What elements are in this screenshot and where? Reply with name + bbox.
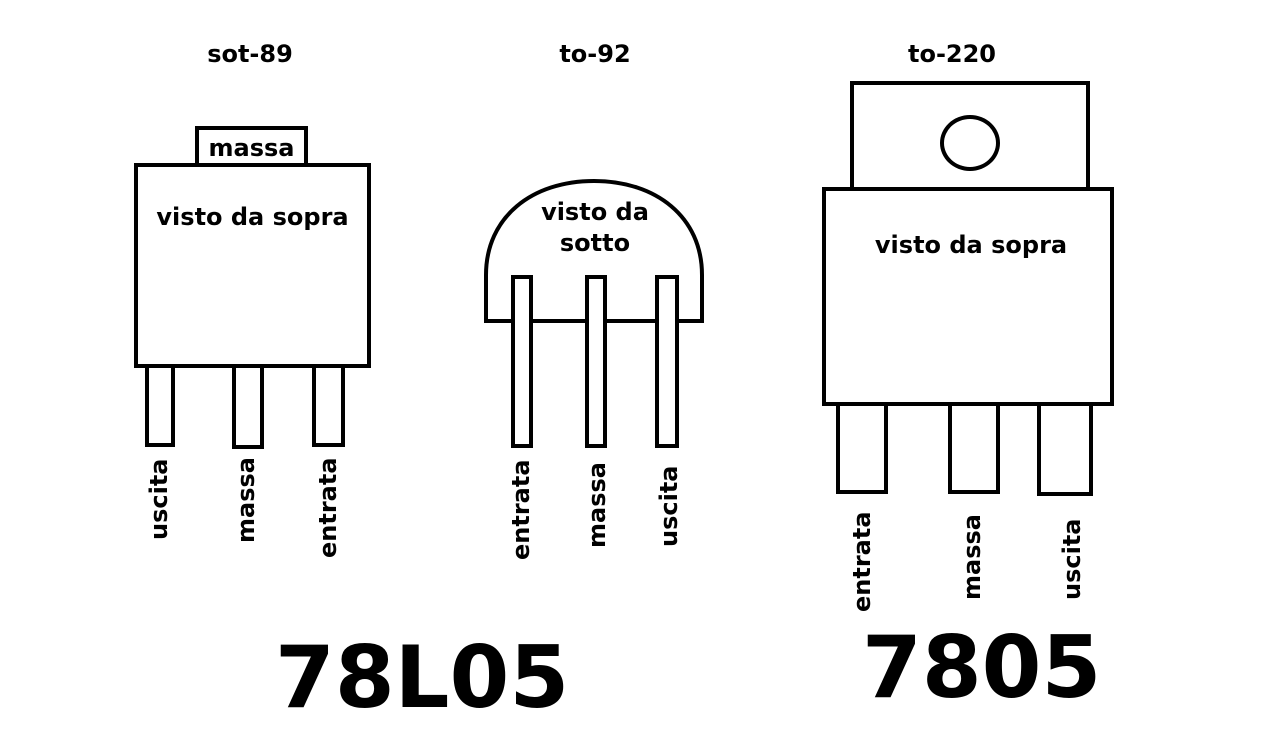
to92-pin-2-label: massa	[583, 462, 611, 548]
sot89-view-label: visto da sopra	[156, 203, 349, 231]
to220-pin-1	[836, 402, 888, 494]
sot89-pin-1	[145, 364, 175, 447]
to220-pin-3	[1037, 402, 1093, 496]
sot89-pin-1-label: uscita	[145, 458, 173, 541]
to220-pin-1-label: entrata	[848, 511, 876, 612]
to92-pin-3	[655, 275, 679, 448]
to92-pin-1-label: entrata	[507, 459, 535, 560]
to92-pin-1	[511, 275, 533, 448]
to220-pin-2-label: massa	[958, 514, 986, 600]
sot89-pin-2-label: massa	[232, 457, 260, 543]
sot89-pin-3-label: entrata	[314, 457, 342, 558]
part-number-7805: 7805	[862, 618, 1102, 718]
to220-body: visto da sopra	[822, 187, 1114, 406]
to92-pin-3-label: uscita	[655, 465, 683, 548]
sot89-pin-2	[232, 364, 264, 449]
sot89-title: sot-89	[207, 40, 293, 68]
to92-pin-2	[585, 275, 607, 448]
part-number-78l05: 78L05	[275, 628, 570, 728]
to220-tab	[850, 81, 1090, 191]
to92-body	[484, 178, 704, 323]
to92-view-label-line1: visto da	[541, 198, 649, 226]
to220-title: to-220	[907, 40, 997, 68]
to220-pin-2	[948, 402, 1000, 494]
to92-title: to-92	[559, 40, 631, 68]
sot89-tab: massa	[195, 126, 308, 168]
mounting-hole-icon	[940, 115, 1000, 171]
to220-view-label: visto da sopra	[874, 231, 1068, 259]
sot89-pin-3	[312, 364, 345, 447]
sot89-body: visto da sopra	[134, 163, 371, 368]
to92-view-label-line2: sotto	[559, 229, 631, 257]
to220-pin-3-label: uscita	[1058, 518, 1086, 601]
sot89-tab-label: massa	[208, 134, 295, 162]
